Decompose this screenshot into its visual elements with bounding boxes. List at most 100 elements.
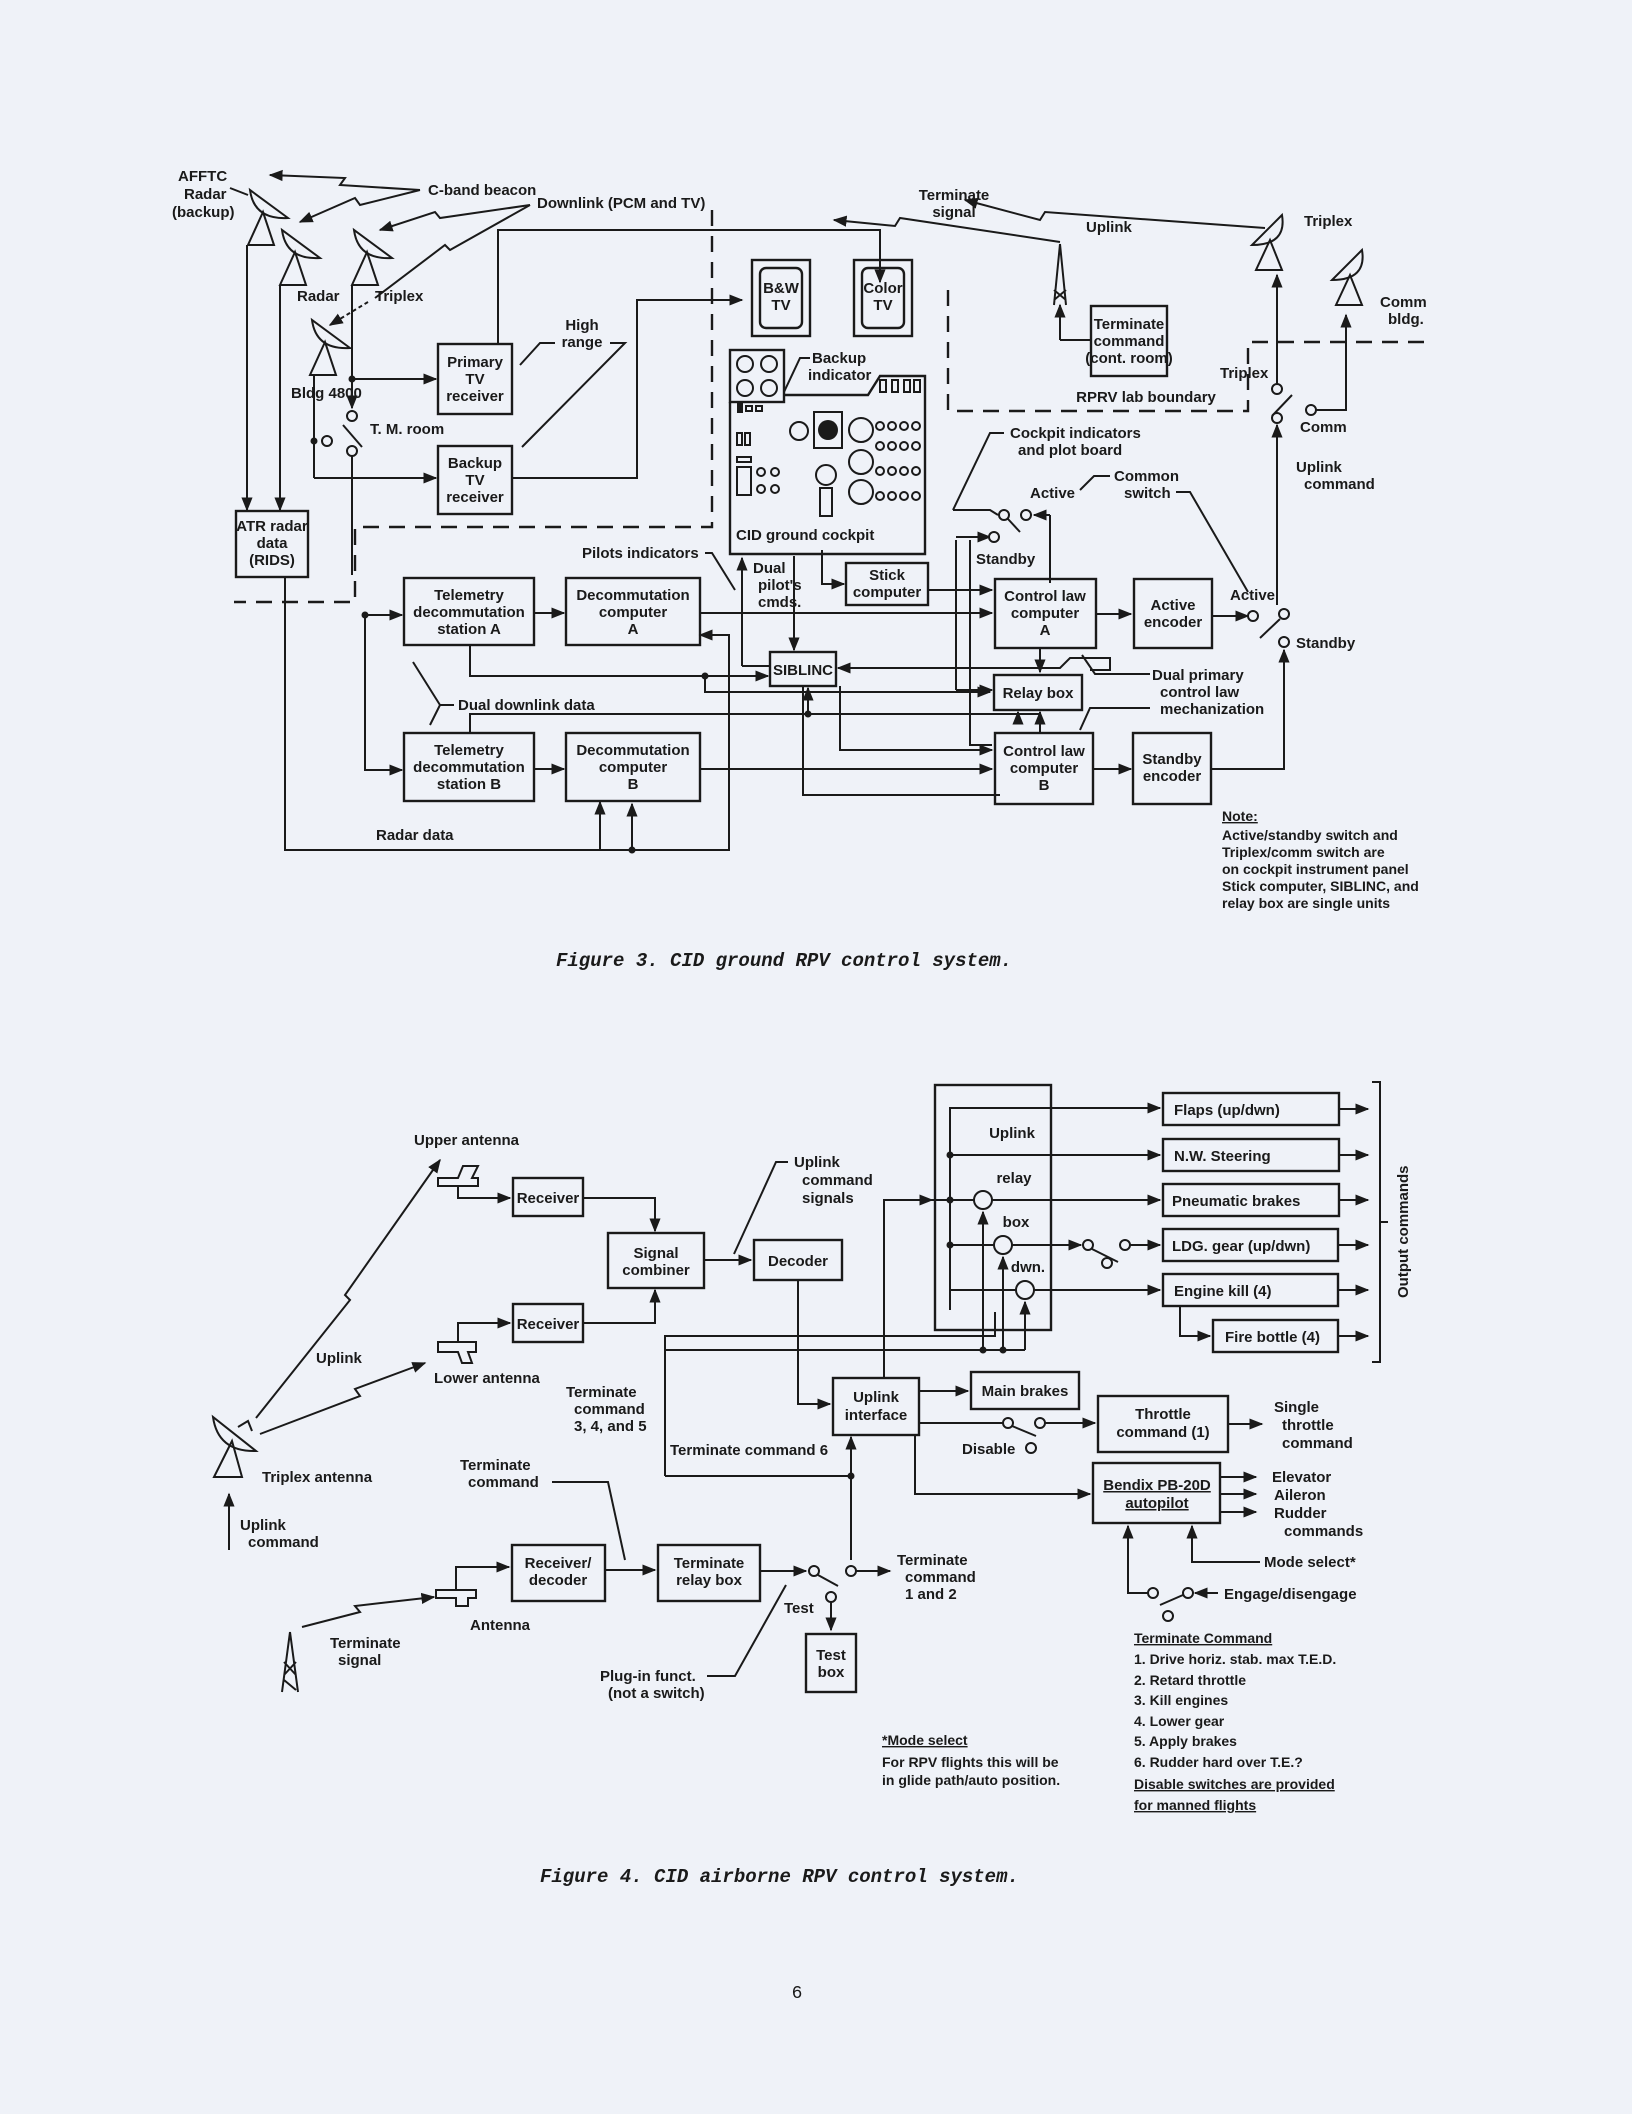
uplink-cmd-signals-l1: Uplink — [794, 1154, 840, 1171]
afftc-label-1: AFFTC — [178, 168, 227, 185]
dual-pilot-cmds-l1: Dual — [753, 560, 786, 577]
relay-box — [992, 673, 1084, 712]
antenna-label: Antenna — [470, 1617, 531, 1634]
relay-word-dwn: dwn. — [1011, 1259, 1045, 1276]
term-cmd-l2: command — [1094, 333, 1165, 350]
upper-antenna-label: Upper antenna — [414, 1132, 520, 1149]
radar-dish-icon — [278, 227, 323, 286]
dual-pilot-cmds-l3: cmds. — [758, 594, 801, 611]
note-line-1: Active/standby switch and — [1222, 827, 1398, 843]
atr-radar-data-box — [234, 509, 310, 579]
downlink-label: Downlink (PCM and TV) — [537, 195, 705, 212]
test-box-l1: Test — [816, 1647, 846, 1664]
terminate-item-5: 5. Apply brakes — [1134, 1733, 1237, 1749]
terminate-item-2: 2. Retard throttle — [1134, 1672, 1246, 1688]
receiver-bottom-label: Receiver — [517, 1316, 580, 1333]
stick-l1: Stick — [869, 567, 906, 584]
bldg4800-dish-icon — [308, 317, 353, 376]
tlm-b-l1: Telemetry — [434, 742, 504, 759]
active-enc-l2: encoder — [1144, 614, 1203, 631]
afftc-label-2: Radar — [184, 186, 227, 203]
cockpit-indicators-l1: Cockpit indicators — [1010, 425, 1141, 442]
decom-a-l1: Decommutation — [576, 587, 689, 604]
uplink-command-l1: Uplink — [1296, 459, 1342, 476]
color-tv-box — [852, 258, 914, 338]
lower-antenna-label: Lower antenna — [434, 1370, 541, 1387]
decoder-label: Decoder — [768, 1253, 828, 1270]
term-cmd-6-label: Terminate command 6 — [670, 1442, 828, 1459]
common-switch-l1: Common — [1114, 468, 1179, 485]
decom-computer-a-box — [564, 576, 702, 647]
terminate-antenna-icon — [435, 1589, 477, 1607]
output-steering-label: N.W. Steering — [1174, 1148, 1271, 1165]
test-box — [804, 1632, 858, 1694]
primary-tv-receiver-box — [436, 342, 514, 416]
primary-tv-l3: receiver — [446, 388, 504, 405]
tlm-a-l3: station A — [437, 621, 501, 638]
bw-tv-l2: TV — [771, 297, 790, 314]
dual-primary-l2: control law — [1160, 684, 1240, 701]
decom-a-l2: computer — [599, 604, 668, 621]
terminate-signal-l2: signal — [932, 204, 975, 221]
backup-indicator-l1: Backup — [812, 350, 866, 367]
tlm-a-l2: decommutation — [413, 604, 525, 621]
downlink-signal-line — [378, 204, 531, 232]
figure-4-caption: Figure 4. CID airborne RPV control syste… — [540, 1866, 1019, 1888]
main-brakes-box — [969, 1370, 1081, 1411]
standby-left-label: Standby — [976, 551, 1036, 568]
atr-l2: data — [257, 535, 289, 552]
active-right-label: Active — [1230, 587, 1275, 604]
note-line-3: on cockpit instrument panel — [1222, 861, 1409, 877]
figure-3: AFFTC Radar (backup) Radar Triplex Bldg … — [172, 168, 1428, 972]
surface-commands: commands — [1284, 1523, 1363, 1540]
single-throttle-l1: Single — [1274, 1399, 1319, 1416]
output-bracket — [1372, 1081, 1388, 1363]
uplink-relay-box — [933, 1083, 1053, 1332]
stick-computer-box — [844, 561, 930, 607]
cockpit-label: CID ground cockpit — [736, 527, 874, 544]
mode-note-l2: in glide path/auto position. — [882, 1772, 1060, 1788]
engage-label: Engage/disengage — [1224, 1586, 1357, 1603]
terminate-footer-1: Disable switches are provided — [1134, 1776, 1335, 1792]
tm-room-switch[interactable] — [342, 424, 363, 448]
backup-tv-l2: TV — [465, 472, 484, 489]
relay-word-box: box — [1003, 1214, 1030, 1231]
uplink-triplex-dish-icon — [1249, 212, 1284, 271]
color-tv-l1: Color — [863, 280, 902, 297]
backup-tv-receiver-box — [436, 444, 514, 516]
decom-b-l3: B — [628, 776, 639, 793]
dual-downlink-label: Dual downlink data — [458, 697, 595, 714]
throttle-disable-switch[interactable] — [1011, 1425, 1037, 1437]
uplink-cmd-signals-l3: signals — [802, 1190, 854, 1207]
surface-elevator: Elevator — [1272, 1469, 1331, 1486]
active-standby-switch[interactable] — [1259, 618, 1281, 639]
mode-note-title: *Mode select — [882, 1732, 968, 1748]
uplink-command-l2: command — [1304, 476, 1375, 493]
term-cmd-12-l2: command — [905, 1569, 976, 1586]
lower-antenna-icon — [437, 1341, 477, 1364]
downlink-signal-line-2 — [374, 204, 531, 299]
rx-decoder-l2: decoder — [529, 1572, 588, 1589]
atr-l1: ATR radar — [236, 518, 308, 535]
output-command-boxes: Flaps (up/dwn) N.W. Steering Pneumatic b… — [1161, 1081, 1412, 1363]
single-throttle-l3: command — [1282, 1435, 1353, 1452]
test-switch[interactable] — [817, 1574, 839, 1587]
clc-b-l3: B — [1039, 777, 1050, 794]
term-command-l2: command — [468, 1474, 539, 1491]
common-switch-l2: switch — [1124, 485, 1171, 502]
output-ldg-label: LDG. gear (up/dwn) — [1172, 1238, 1310, 1255]
terminate-footer-2: for manned flights — [1134, 1797, 1256, 1813]
uplink-cmd-signals-l2: command — [802, 1172, 873, 1189]
afftc-label-3: (backup) — [172, 204, 235, 221]
term-signal-l1: Terminate — [330, 1635, 401, 1652]
clc-b-l1: Control law — [1003, 743, 1085, 760]
tm-room-boundary — [234, 210, 714, 604]
ldg-gear-disable-switch[interactable] — [1091, 1248, 1119, 1263]
tlm-b-l2: decommutation — [413, 759, 525, 776]
common-switch-left[interactable] — [1007, 518, 1021, 533]
clc-b-l2: computer — [1010, 760, 1079, 777]
engage-disengage-switch[interactable] — [1159, 1594, 1184, 1606]
uplink-label: Uplink — [1086, 219, 1132, 236]
